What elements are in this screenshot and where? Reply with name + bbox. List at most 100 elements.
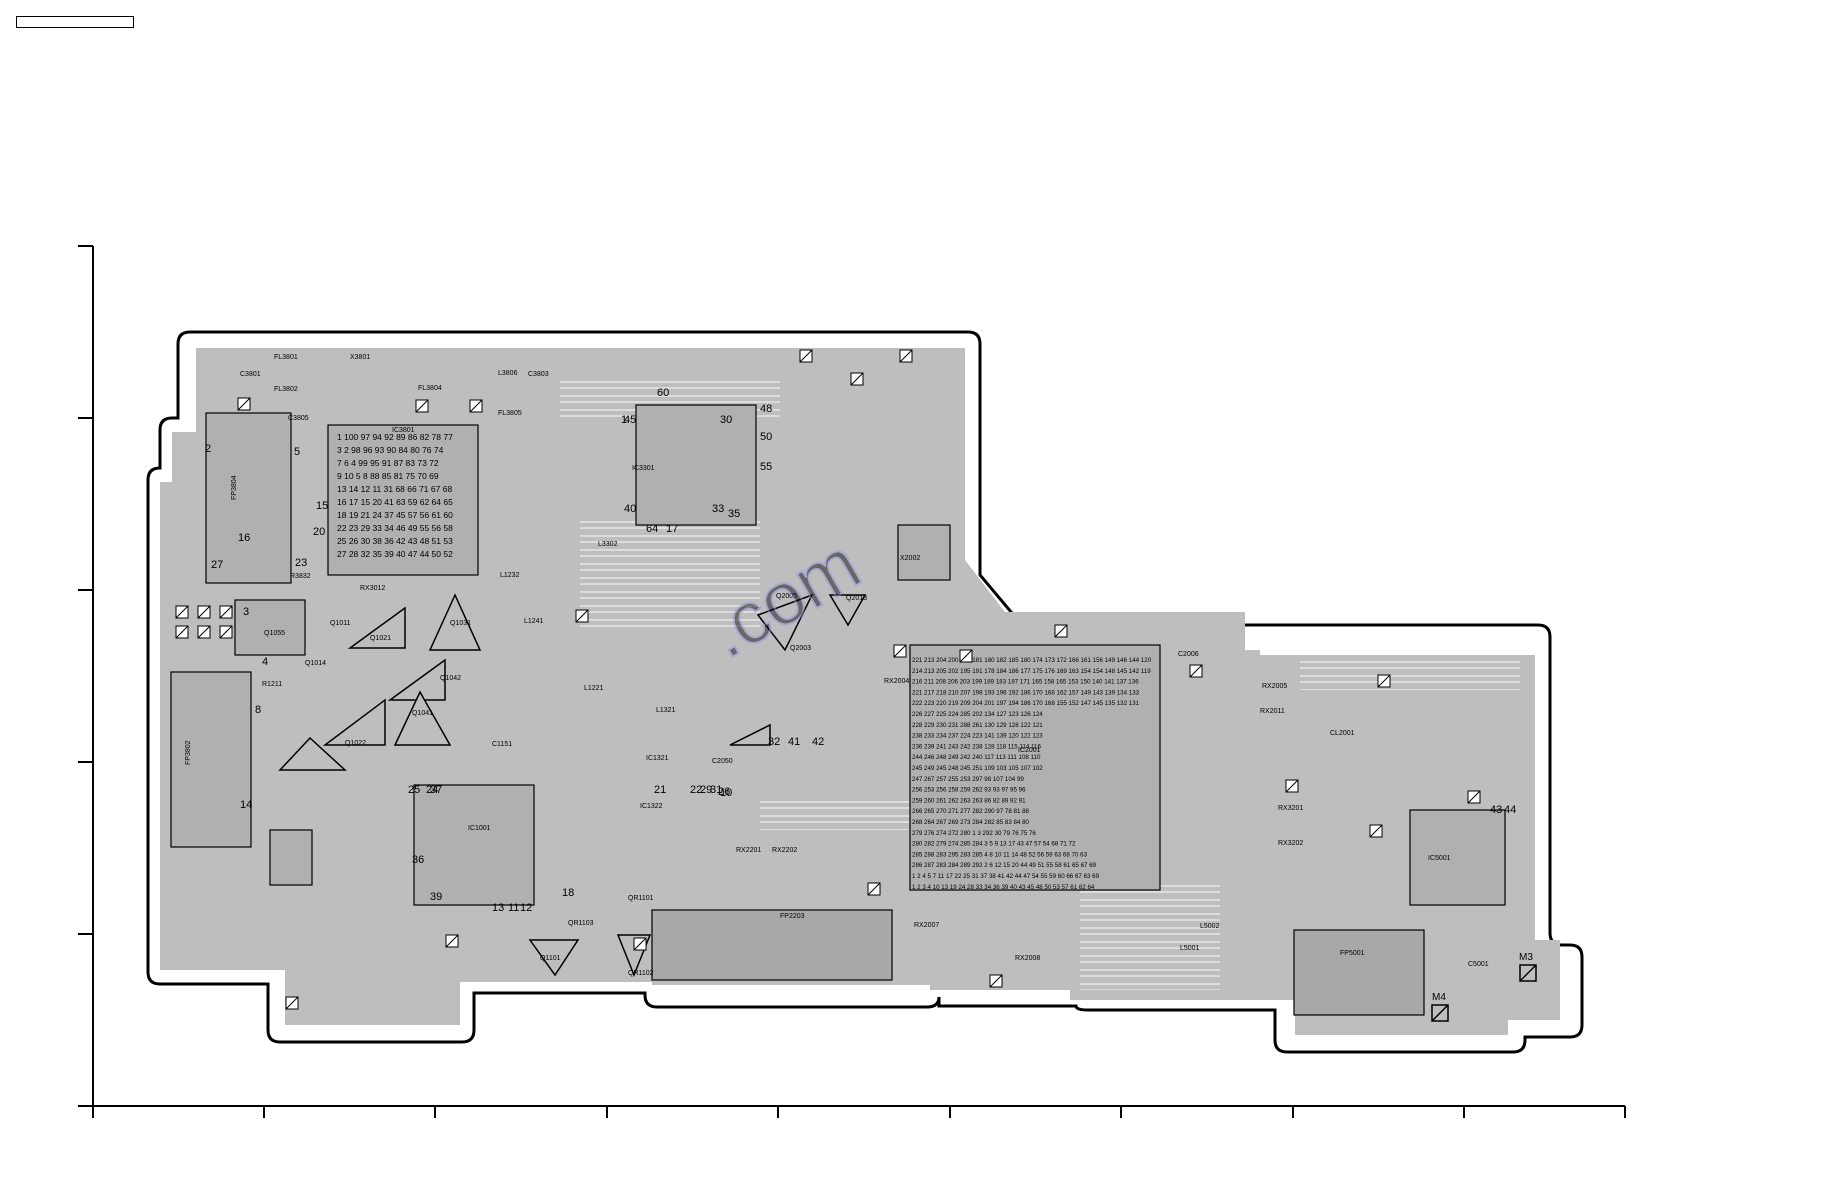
grid-frame (78, 245, 1626, 1118)
ref-label-ic3301: IC3301 (632, 465, 655, 472)
pin-number-label: 30 (720, 414, 732, 426)
ref-label-rx2201: RX2201 (736, 847, 761, 854)
ref-label-rx2004: RX2004 (884, 678, 909, 685)
q1001-body (269, 829, 313, 886)
ref-label-cl2001: CL2001 (1330, 730, 1355, 737)
ic3801-pin-table: 1 100 97 94 92 89 86 82 78 77 3 2 98 96 … (337, 432, 453, 559)
ic3801-pin-row: 27 28 32 35 39 40 47 44 50 52 (337, 549, 453, 559)
ref-label-rx2005: RX2005 (1262, 683, 1287, 690)
pin-number-label: 36 (412, 854, 424, 866)
pin-number-label: 16 (238, 532, 250, 544)
pin-number-label: 22 (690, 784, 702, 796)
ref-label-ic2001: IC2001 (1018, 747, 1041, 754)
ref-label-q1022: Q1022 (345, 740, 366, 747)
pin-number-label: 3 (243, 606, 249, 618)
page-header-box (16, 16, 134, 28)
pin-number-label: 31 (710, 784, 722, 796)
pin-number-label: 12 (520, 902, 532, 914)
ref-label-ic1322: IC1322 (640, 803, 663, 810)
ic2001-pin-row: 228 229 230 231 288 261 130 129 128 122 … (912, 722, 1043, 729)
ref-label-rx2008: RX2008 (1015, 955, 1040, 962)
ref-label-m3: M3 (1519, 952, 1533, 963)
ic3801-pin-row: 3 2 98 96 93 90 84 80 76 74 (337, 445, 444, 455)
ref-label-q2003: Q2003 (790, 645, 811, 652)
pin-number-label: 18 (562, 887, 574, 899)
ref-label-q1011: Q1011 (330, 620, 351, 627)
ref-label-c2006: C2006 (1178, 651, 1199, 658)
pin-number-label: 5 (294, 446, 300, 458)
pin-number-label: 41 (788, 736, 800, 748)
ic3801-pin-row: 7 6 4 99 95 91 87 83 73 72 (337, 458, 439, 468)
pin-number-label: 37 (430, 784, 442, 796)
ref-label-fp3804: FP3804 (231, 475, 238, 500)
fp5001-body (1293, 929, 1425, 1016)
reference-designators: FL3801FL3802X3801FL3804FL3805L3806IC3801… (185, 354, 1533, 1003)
ref-label-q1101: Q1101 (540, 955, 561, 962)
ic2001-pin-row: 256 253 256 258 259 262 93 93 97 95 96 (912, 787, 1026, 794)
pin-number-label: 11 (508, 902, 519, 914)
ref-label-l1321: L1321 (656, 707, 676, 714)
ref-label-q2013: Q2013 (846, 595, 867, 602)
ic3801-pin-row: 9 10 5 8 88 85 81 75 70 69 (337, 471, 439, 481)
ref-label-fp2203: FP2203 (780, 913, 805, 920)
pin-number-label: 2 (205, 443, 211, 455)
pin-number-label: 13 (492, 902, 504, 914)
mount-markers (1431, 964, 1537, 1022)
ic2001-body (909, 644, 1161, 891)
ic-packages (170, 404, 1506, 1016)
pin-number-label: 29 (700, 784, 712, 796)
test-pads (175, 349, 1481, 1010)
ic2001-pin-row: 221 217 218 210 207 198 193 196 192 186 … (912, 689, 1140, 696)
pin-number-label: 55 (760, 461, 772, 473)
pin-number-label: 21 (654, 784, 666, 796)
pin-number-label: 33 (712, 503, 724, 515)
ic2001-pin-row: 221 213 204 200 188 181 180 182 185 180 … (912, 657, 1152, 664)
ref-label-ic5001: IC5001 (1428, 855, 1451, 862)
ic3801-pin-row: 25 26 30 38 36 42 43 48 51 53 (337, 536, 453, 546)
ref-label-q1055: Q1055 (264, 630, 285, 637)
ic3801-pin-row: 18 19 21 24 37 45 57 56 61 60 (337, 510, 453, 520)
ref-label-ic1321: IC1321 (646, 755, 669, 762)
ref-label-fl3802: FL3802 (274, 386, 298, 393)
pin-number-label: 23 (295, 557, 307, 569)
ref-label-rx2007: RX2007 (914, 922, 939, 929)
x2002-body (897, 524, 951, 581)
ic2001-pin-table: 221 213 204 200 188 181 180 182 185 180 … (912, 657, 1152, 891)
pin-number-label: 32 (768, 736, 780, 748)
pin-number-label: 27 (211, 559, 223, 571)
ref-label-l3806: L3806 (498, 370, 518, 377)
ref-label-q1021: Q1021 (370, 635, 391, 642)
pin-number-label: 8 (255, 704, 261, 716)
ref-label-q1041: Q1041 (412, 710, 433, 717)
ic2001-pin-row: 236 239 241 243 242 238 128 118 115 114 … (912, 743, 1041, 750)
pin-number-label: 24 (426, 784, 438, 796)
ref-label-rx2202: RX2202 (772, 847, 797, 854)
ic2001-pin-row: 238 233 234 237 224 223 141 139 120 122 … (912, 733, 1043, 740)
ref-label-l5001: L5001 (1180, 945, 1200, 952)
ic2001-pin-row: 244 246 248 249 242 240 117 113 111 108 … (912, 754, 1041, 761)
ref-label-fl3801: FL3801 (274, 354, 298, 361)
ref-label-qr1103: QR1103 (568, 920, 594, 927)
pin-number-label: 26 (718, 786, 730, 798)
ref-label-q2005: Q2005 (776, 593, 797, 600)
ref-label-l3302: L3302 (598, 541, 618, 548)
ic2001-pin-row: 222 223 220 219 209 204 201 197 194 186 … (912, 700, 1140, 707)
ref-label-rx2011: RX2011 (1260, 708, 1285, 715)
ref-label-rx3012: RX3012 (360, 585, 385, 592)
ic2001-pin-row: 266 265 270 271 277 282 290 97 78 81 88 (912, 808, 1030, 815)
ref-label-q1042: Q1042 (440, 675, 461, 682)
ref-label-ic1001: IC1001 (468, 825, 491, 832)
ref-label-l1241: L1241 (524, 618, 544, 625)
ref-label-fl3805: FL3805 (498, 410, 522, 417)
pin-number-label: 4 (262, 656, 268, 668)
ref-label-c3801: C3801 (240, 371, 261, 378)
ic2001-pin-row: 279 276 274 272 280 1 3 292 30 79 76 75 … (912, 830, 1036, 837)
ref-label-c3803: C3803 (528, 371, 549, 378)
pin-number-label: 50 (760, 431, 772, 443)
ic3801-body (327, 424, 479, 576)
ref-label-c3805: C3805 (288, 415, 309, 422)
fp3804-body (205, 412, 292, 584)
ref-label-l1232: L1232 (500, 572, 520, 579)
ref-label-r3832: R3832 (290, 573, 311, 580)
